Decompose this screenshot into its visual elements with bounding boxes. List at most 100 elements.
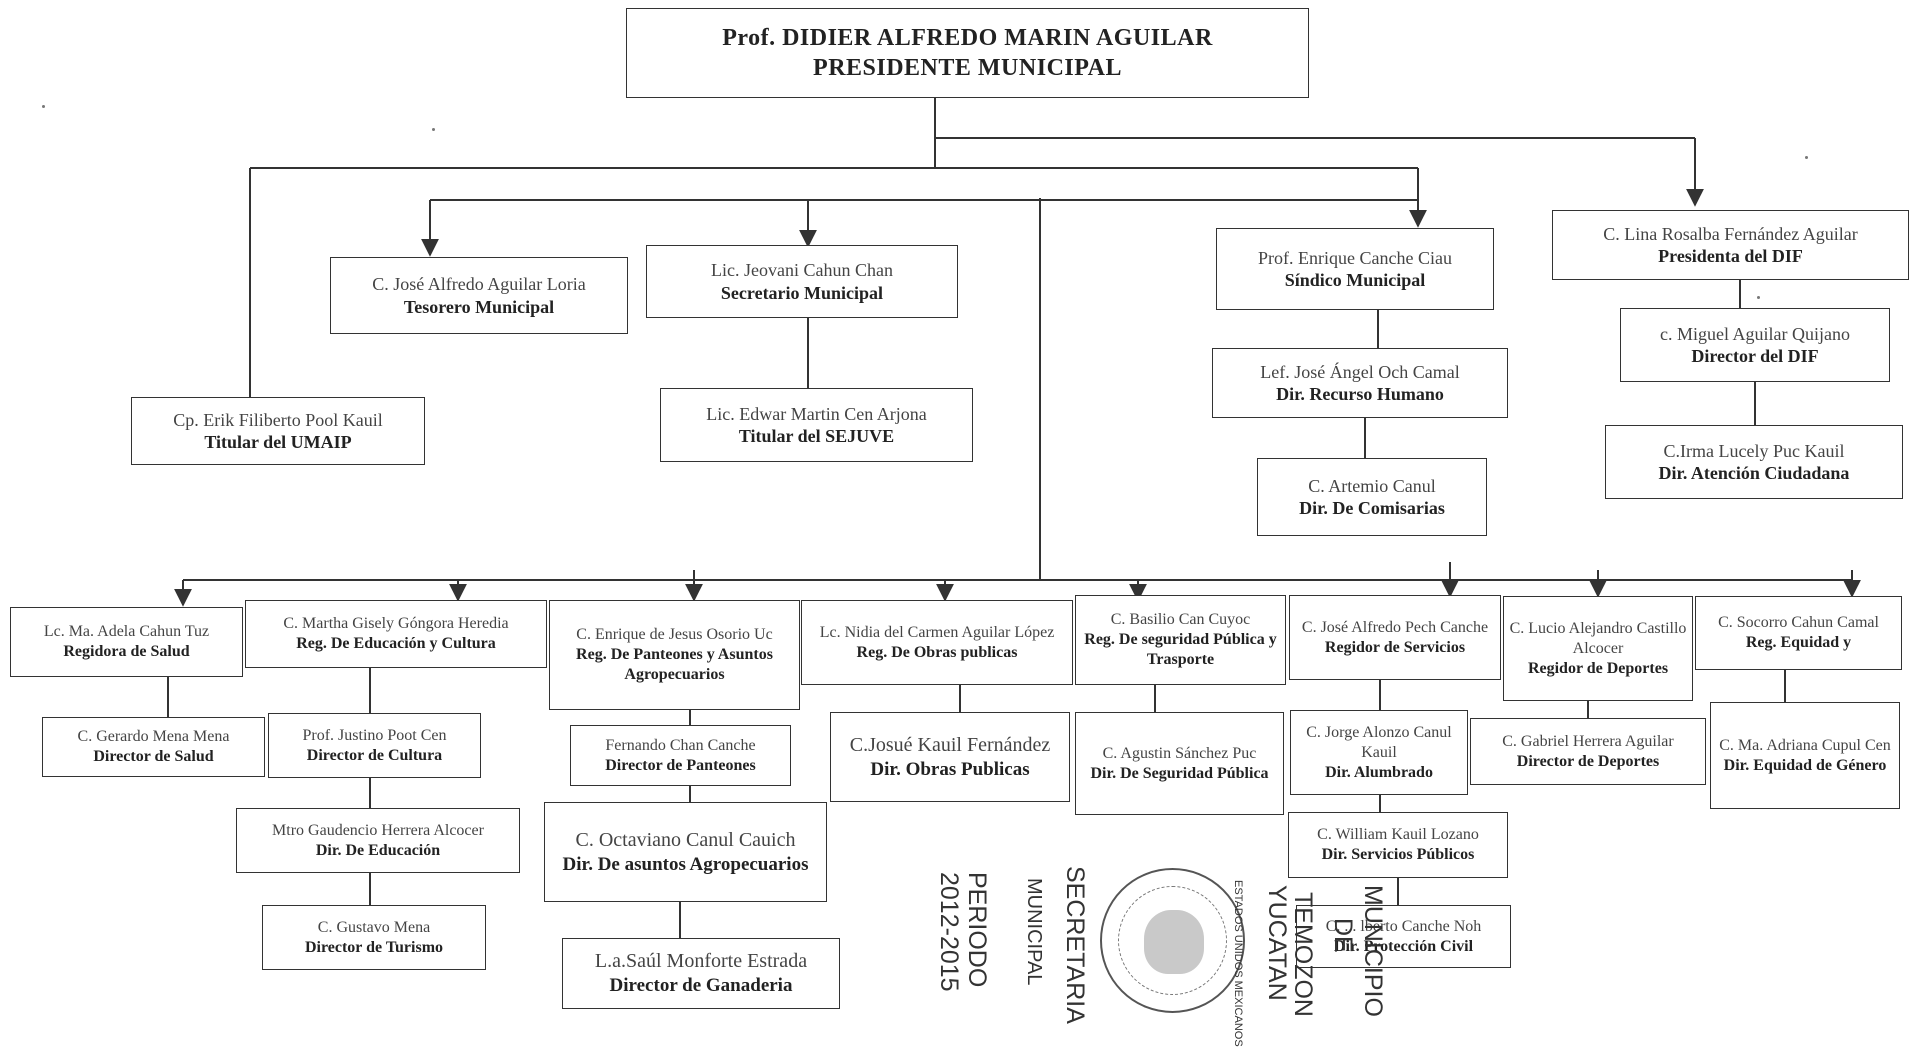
dir-equidad-box: C. Ma. Adriana Cupul Cen Dir. Equidad de… [1710,702,1900,809]
dir-turismo-box: C. Gustavo Mena Director de Turismo [262,905,486,970]
sindico-name: Prof. Enrique Canche Ciau [1258,247,1452,268]
dir-agropecuarios-name: C. Octaviano Canul Cauich [575,828,796,851]
reg-educacion-box: C. Martha Gisely Góngora Heredia Reg. De… [245,600,547,668]
dir-ganaderia-role: Director de Ganaderia [609,975,793,997]
dir-turismo-name: C. Gustavo Mena [317,918,431,936]
dir-alumbrado-box: C. Jorge Alonzo Canul Kauil Dir. Alumbra… [1290,710,1468,795]
reg-obras-name: Lc. Nidia del Carmen Aguilar López [819,623,1055,641]
comisarias-box: C. Artemio Canul Dir. De Comisarias [1257,458,1487,536]
dif-presidenta-box: C. Lina Rosalba Fernández Aguilar Presid… [1552,210,1909,280]
seal-secretaria: SECRETARIA [1061,866,1089,1024]
umaip-role: Titular del UMAIP [204,432,352,452]
dir-seguridad-role: Dir. De Seguridad Pública [1090,764,1269,782]
reg-equidad-name: C. Socorro Cahun Camal [1718,614,1879,631]
tesorero-name: C. José Alfredo Aguilar Loria [372,274,586,294]
reg-salud-name: Lc. Ma. Adela Cahun Tuz [43,623,210,640]
dif-director-name: c. Miguel Aguilar Quijano [1660,323,1850,344]
speck [42,105,45,108]
reg-panteones-box: C. Enrique de Jesus Osorio Uc Reg. De Pa… [549,600,800,710]
umaip-box: Cp. Erik Filiberto Pool Kauil Titular de… [131,397,425,465]
dir-agropecuarios-box: C. Octaviano Canul Cauich Dir. De asunto… [544,802,827,902]
atencion-ciudadana-name: C.Irma Lucely Puc Kauil [1663,440,1845,461]
reg-servicios-box: C. José Alfredo Pech Canche Regidor de S… [1289,595,1501,680]
comisarias-role: Dir. De Comisarias [1299,498,1445,518]
dir-cultura-name: Prof. Justino Poot Cen [302,726,447,744]
dir-seguridad-box: C. Agustin Sánchez Puc Dir. De Seguridad… [1075,712,1284,815]
dir-equidad-name: C. Ma. Adriana Cupul Cen [1719,736,1891,754]
president-box: Prof. DIDIER ALFREDO MARIN AGUILAR PRESI… [626,8,1309,98]
sindico-role: Síndico Municipal [1284,270,1426,290]
reg-equidad-role: Reg. Equidad y [1745,634,1852,651]
reg-obras-role: Reg. De Obras publicas [856,643,1018,661]
dif-presidenta-name: C. Lina Rosalba Fernández Aguilar [1603,223,1858,244]
sejuve-name: Lic. Edwar Martin Cen Arjona [706,403,927,424]
dir-deportes-box: C. Gabriel Herrera Aguilar Director de D… [1470,718,1706,785]
seal-period-years: 2012-2015 [935,872,963,992]
reg-deportes-box: C. Lucio Alejandro Castillo Alcocer Regi… [1503,596,1693,701]
dir-salud-role: Director de Salud [93,748,214,765]
dir-panteones-name: Fernando Chan Canche [605,736,756,754]
seal-de: DE [1329,918,1357,953]
reg-seguridad-box: C. Basilio Can Cuyoc Reg. De seguridad P… [1075,595,1286,685]
comisarias-name: C. Artemio Canul [1308,475,1436,496]
speck [432,128,435,131]
dif-director-role: Director del DIF [1691,346,1819,366]
dir-seguridad-name: C. Agustin Sánchez Puc [1102,744,1257,762]
dir-obras-box: C.Josué Kauil Fernández Dir. Obras Publi… [830,712,1070,802]
dir-panteones-box: Fernando Chan Canche Director de Panteon… [570,725,791,786]
reg-deportes-role: Regidor de Deportes [1527,659,1669,677]
recurso-humano-role: Dir. Recurso Humano [1276,384,1444,404]
reg-educacion-name: C. Martha Gisely Góngora Heredia [283,615,509,632]
reg-panteones-name: C. Enrique de Jesus Osorio Uc [576,626,773,643]
dif-presidenta-role: Presidenta del DIF [1658,246,1803,266]
dir-salud-name: C. Gerardo Mena Mena [77,728,230,745]
seal-emblem-icon [1100,868,1245,1013]
speck [1757,296,1760,299]
tesorero-role: Tesorero Municipal [403,296,555,317]
reg-deportes-name: C. Lucio Alejandro Castillo Alcocer [1509,619,1687,657]
reg-obras-box: Lc. Nidia del Carmen Aguilar López Reg. … [801,600,1073,685]
seal-yucatan: YUCATAN [1263,885,1291,1001]
reg-educacion-role: Reg. De Educación y Cultura [296,635,496,652]
dir-educacion-box: Mtro Gaudencio Herrera Alcocer Dir. De E… [236,808,520,873]
speck [1805,156,1808,159]
reg-salud-role: Regidora de Salud [63,643,190,660]
dir-alumbrado-role: Dir. Alumbrado [1325,763,1433,781]
sejuve-box: Lic. Edwar Martin Cen Arjona Titular del… [660,388,973,462]
dir-obras-role: Dir. Obras Publicas [870,758,1030,780]
recurso-humano-box: Lef. José Ángel Och Camal Dir. Recurso H… [1212,348,1508,418]
recurso-humano-name: Lef. José Ángel Och Camal [1260,361,1460,382]
seal-municipal: MUNICIPAL [1023,878,1045,986]
reg-panteones-role: Reg. De Panteones y Asuntos Agropecuario… [576,646,773,683]
sejuve-role: Titular del SEJUVE [738,426,895,446]
dir-proteccion-role: Dir. Protección Civil [1333,937,1474,955]
dir-ganaderia-box: L.a.Saúl Monforte Estrada Director de Ga… [562,938,840,1009]
dir-servicios-box: C. William Kauil Lozano Dir. Servicios P… [1288,812,1508,878]
dir-cultura-box: Prof. Justino Poot Cen Director de Cultu… [268,713,481,778]
dir-panteones-role: Director de Panteones [605,756,756,774]
secretario-name: Lic. Jeovani Cahun Chan [711,260,893,280]
dir-alumbrado-name: C. Jorge Alonzo Canul Kauil [1306,723,1452,761]
seal-period-label: PERIODO [963,872,991,988]
seal-temozon: TEMOZON [1289,892,1317,1017]
tesorero-box: C. José Alfredo Aguilar Loria Tesorero M… [330,257,628,334]
reg-servicios-name: C. José Alfredo Pech Canche [1301,618,1489,636]
president-name: Prof. DIDIER ALFREDO MARIN AGUILAR [722,25,1213,51]
sindico-box: Prof. Enrique Canche Ciau Síndico Munici… [1216,228,1494,310]
dir-ganaderia-name: L.a.Saúl Monforte Estrada [594,950,808,973]
atencion-ciudadana-box: C.Irma Lucely Puc Kauil Dir. Atención Ci… [1605,425,1903,499]
dif-director-box: c. Miguel Aguilar Quijano Director del D… [1620,308,1890,382]
secretario-role: Secretario Municipal [720,282,884,303]
dir-servicios-name: C. William Kauil Lozano [1317,826,1479,843]
president-role: PRESIDENTE MUNICIPAL [813,55,1122,81]
dir-deportes-role: Director de Deportes [1516,752,1660,770]
seal-municipio: MUNICIPIO [1359,885,1387,1017]
reg-salud-box: Lc. Ma. Adela Cahun Tuz Regidora de Salu… [10,607,243,677]
dir-cultura-role: Director de Cultura [306,746,443,764]
reg-servicios-role: Regidor de Servicios [1324,638,1466,656]
dir-agropecuarios-role: Dir. De asuntos Agropecuarios [562,853,809,875]
secretario-box: Lic. Jeovani Cahun Chan Secretario Munic… [646,245,958,318]
reg-equidad-box: C. Socorro Cahun Camal Reg. Equidad y [1695,596,1902,670]
dir-servicios-role: Dir. Servicios Públicos [1321,846,1475,863]
dir-obras-name: C.Josué Kauil Fernández [849,733,1051,756]
